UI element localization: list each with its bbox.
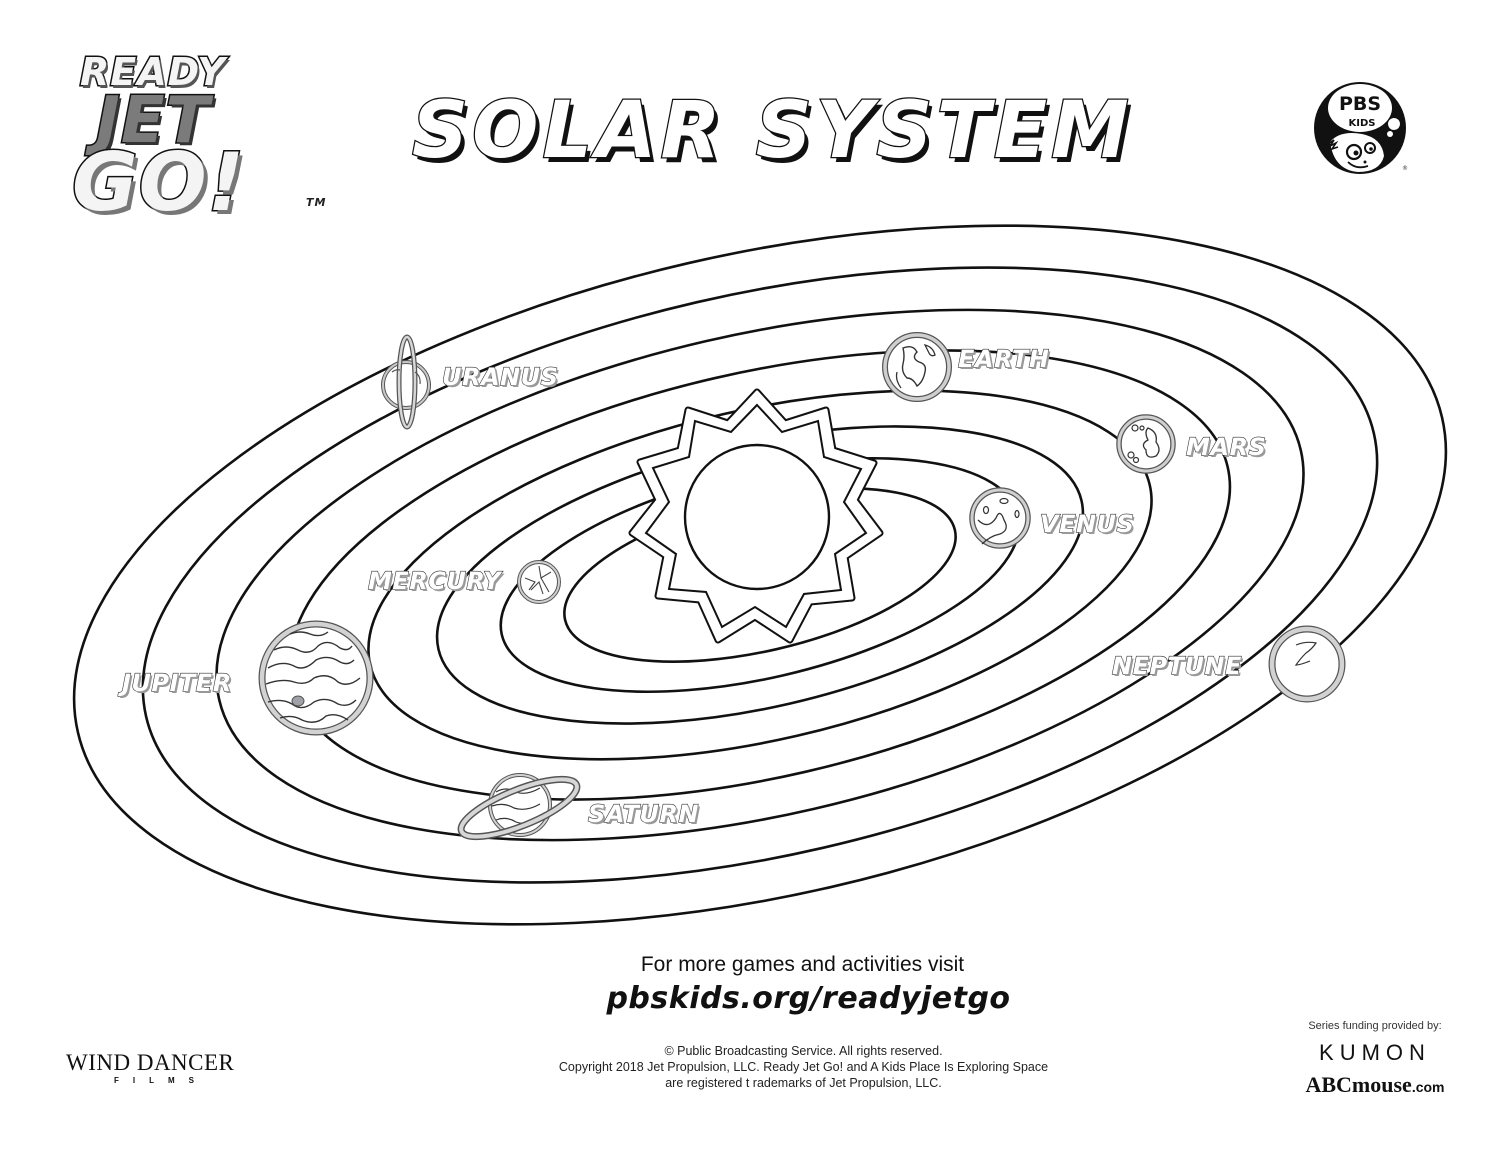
jupiter-icon — [258, 620, 374, 736]
visit-prompt: For more games and activities visit — [640, 953, 965, 976]
venus-icon — [969, 487, 1031, 549]
sun-icon — [628, 388, 884, 644]
pbs-text: PBS — [1339, 93, 1381, 115]
logo-trademark: TM — [306, 196, 327, 209]
logo-go-text: GO! — [70, 135, 246, 231]
abcmouse-text: ABCmouse — [1305, 1072, 1412, 1097]
page-title-text: SOLAR SYSTEM — [411, 85, 1133, 178]
logo-ready-text: READY — [79, 49, 227, 96]
earth-icon — [882, 332, 952, 402]
abcmouse-suffix: .com — [1411, 1079, 1445, 1095]
legal-line-2: Copyright 2018 Jet Propulsion, LLC. Read… — [558, 1060, 1049, 1074]
ready-jet-go-logo: READY JET GO! TM — [68, 49, 330, 231]
pbs-kids-logo: PBS KIDS ® — [1310, 78, 1410, 178]
pbs-kids-icon: PBS KIDS ® — [1314, 82, 1408, 174]
funding-label: Series funding provided by: — [1308, 1020, 1442, 1032]
mars-icon — [1116, 414, 1176, 474]
uranus-icon — [381, 334, 431, 430]
label-uranus: URANUS — [441, 362, 559, 391]
legal-line-3: are registered t rademarks of Jet Propul… — [665, 1076, 942, 1090]
logo-jet-text: JET — [94, 83, 211, 160]
abcmouse-logo: ABCmouse.com — [1280, 1072, 1470, 1098]
orbit-8 — [72, 224, 1448, 926]
wind-dancer-sub-text: FILMS — [114, 1076, 208, 1085]
visit-url-link[interactable]: pbskids.org/readyjetgo — [606, 981, 1011, 1016]
label-mercury: MERCURY — [367, 566, 502, 595]
label-mars: MARS — [1185, 432, 1267, 461]
label-jupiter: JUPITER — [121, 668, 232, 697]
wind-dancer-films-logo: WIND DANCER FILMS — [66, 1050, 266, 1085]
wind-dancer-main-text: WIND DANCER — [66, 1050, 235, 1075]
page-title: SOLAR SYSTEM — [411, 85, 1202, 186]
mercury-icon — [517, 560, 561, 604]
kids-text: KIDS — [1349, 118, 1376, 129]
orbit-6 — [215, 308, 1305, 842]
kumon-logo: KUMON — [1319, 1040, 1431, 1065]
neptune-icon — [1268, 625, 1346, 703]
funding-credits: Series funding provided by: KUMON ABCmou… — [1280, 1020, 1470, 1098]
svg-text:®: ® — [1402, 165, 1408, 172]
legal-notice: © Public Broadcasting Service. All right… — [0, 1043, 1500, 1091]
orbit-7 — [141, 266, 1379, 884]
saturn-icon — [457, 773, 581, 841]
label-saturn: SATURN — [587, 799, 699, 828]
label-earth: EARTH — [957, 344, 1050, 373]
label-venus: VENUS — [1039, 509, 1135, 538]
label-neptune: NEPTUNE — [1111, 651, 1242, 680]
legal-line-1: © Public Broadcasting Service. All right… — [664, 1044, 943, 1058]
